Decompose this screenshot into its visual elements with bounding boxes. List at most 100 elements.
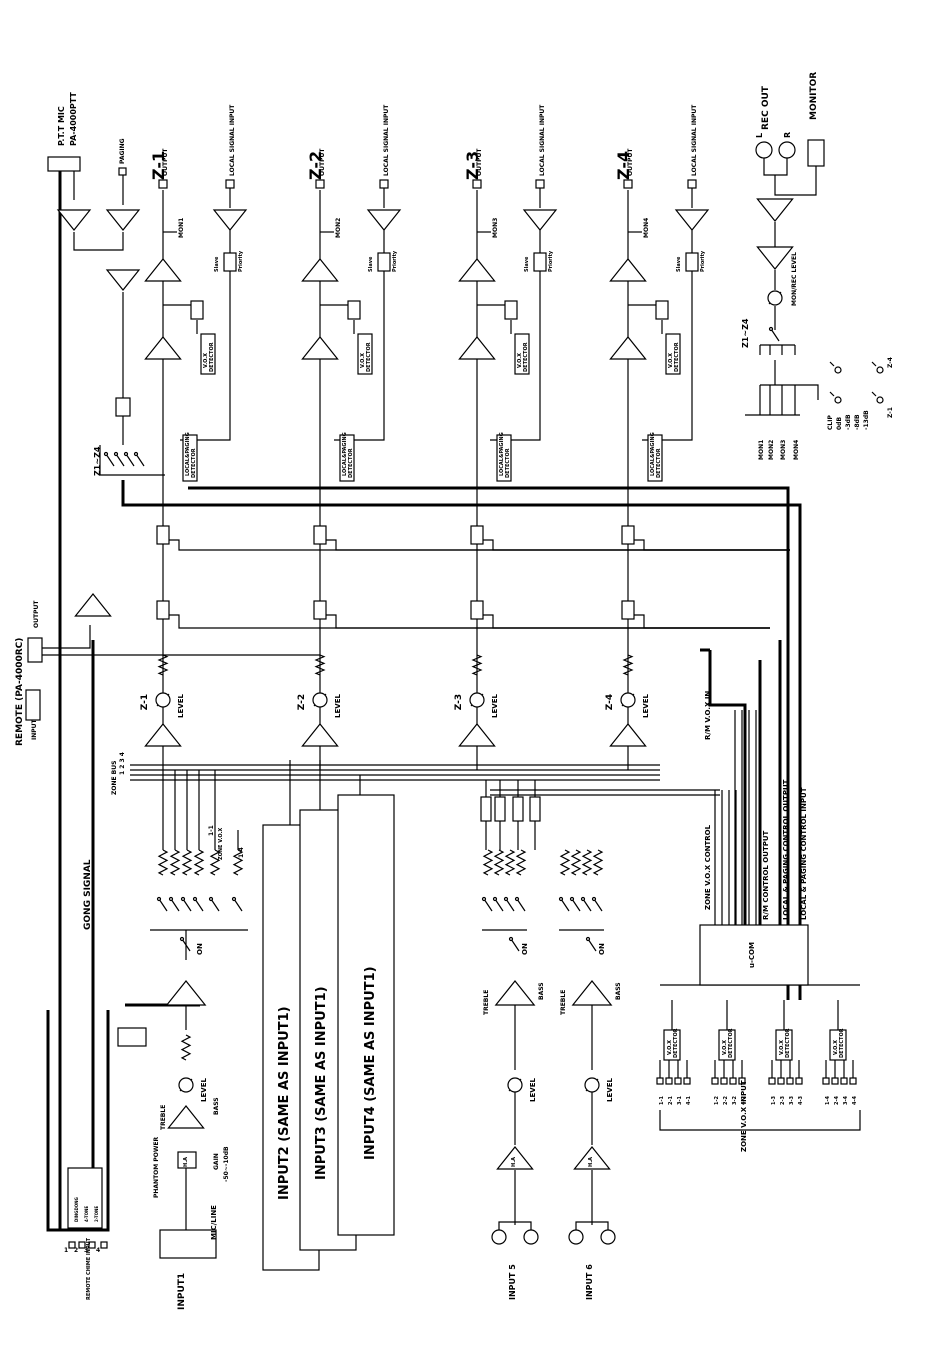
vox-resistor — [581, 849, 593, 876]
slave-priority-relay — [685, 252, 699, 272]
zone-relay-b — [313, 600, 327, 620]
wire — [73, 232, 124, 251]
clip-label: -13dB — [863, 410, 870, 430]
treble-label: TREBLE — [483, 990, 490, 1015]
vox-input-terminal — [656, 1077, 664, 1085]
zone-id: Z-2 — [306, 151, 325, 180]
lp-control-output-label: LOCAL & PAGING CONTROL OUTPUT — [782, 779, 790, 920]
on-switch-pin — [179, 936, 185, 942]
vox-resistor — [592, 849, 604, 876]
rm-control-output-label: R/M CONTROL OUTPUT — [762, 830, 770, 920]
vox-resistor — [193, 849, 205, 876]
local-input-amp — [366, 209, 402, 231]
assign-switch-pin — [492, 896, 498, 902]
zone-relay-b — [621, 600, 635, 620]
vox-input-num: 3-3 — [789, 1095, 795, 1105]
monrec-level-pot — [767, 290, 783, 306]
local-paging-label: LOCAL&PAGING — [342, 432, 348, 476]
output-terminal — [158, 179, 168, 189]
output-terminal — [623, 179, 633, 189]
vox-detector — [665, 333, 681, 375]
input1-level-pot — [178, 1077, 194, 1093]
local-paging-detector — [647, 434, 663, 482]
assign-switch-pin — [503, 896, 509, 902]
z1-label: Z-1 — [887, 407, 894, 418]
vox-resistor — [570, 849, 582, 876]
vox-input-num: 1-3 — [771, 1095, 777, 1105]
zone-level-pot — [155, 692, 171, 708]
components — [25, 139, 884, 1271]
treble-label: TREBLE — [560, 990, 567, 1015]
zone-level-id: Z-2 — [297, 694, 307, 710]
assign-switch — [582, 898, 592, 912]
vox-label: V.O.X — [667, 1040, 673, 1055]
vox-input-terminal — [822, 1077, 830, 1085]
local-input-label: LOCAL SIGNAL INPUT — [383, 104, 390, 176]
clip-label: CLIP — [827, 415, 834, 430]
detector-label: DETECTOR — [785, 1028, 791, 1058]
chime-terminal — [88, 1241, 96, 1249]
vox-detector — [357, 333, 373, 375]
input-zone-relay — [480, 796, 492, 822]
zone-level-label: LEVEL — [642, 694, 650, 718]
led-indicator — [876, 396, 884, 404]
zone-mix-amp — [144, 723, 182, 747]
vox-resistor — [181, 849, 193, 876]
assign-switch-pin — [481, 896, 487, 902]
zone-mon-label: MON4 — [643, 218, 650, 238]
zone-mon-label: MON1 — [178, 218, 185, 238]
clip-label: -8dB — [854, 414, 861, 430]
relay-control — [169, 614, 770, 629]
mon-label: MON2 — [768, 440, 775, 460]
detector-label: DETECTOR — [656, 448, 662, 478]
input1-resistor — [180, 1034, 192, 1061]
slave-label: Slave — [524, 256, 530, 272]
on-switch — [181, 938, 191, 952]
chime-num: 3 — [84, 1247, 88, 1254]
input5-label: INPUT 5 — [508, 1264, 517, 1300]
vox-input-num: 3-4 — [843, 1095, 849, 1105]
relay-control — [483, 539, 790, 551]
zone-bus-nums: 1 2 3 4 — [119, 752, 126, 775]
vox-label: V.O.X — [668, 353, 674, 368]
vox-relay — [504, 300, 518, 320]
detector-label: DETECTOR — [728, 1028, 734, 1058]
chime-switch-label: 4-TONE — [84, 1206, 89, 1222]
zone-level-pot — [312, 692, 328, 708]
assign-switch — [494, 898, 504, 912]
input6-tone-amp — [571, 980, 613, 1006]
mon-selector-pin — [768, 326, 774, 332]
vox-14-label: 1-4 — [238, 847, 245, 858]
vox-input-terminal — [777, 1077, 785, 1085]
output-terminal — [472, 179, 482, 189]
vox-detector — [514, 333, 530, 375]
vox-input-terminal — [665, 1077, 673, 1085]
mon-label: MON1 — [758, 440, 765, 460]
assign-switch-pin — [558, 896, 564, 902]
relay-control — [326, 539, 790, 551]
input1-label: INPUT1 — [177, 1273, 187, 1310]
remote-input-connector — [25, 689, 41, 721]
detector-label: DETECTOR — [348, 448, 354, 478]
local-input-terminal — [379, 179, 389, 189]
zone-id: Z-1 — [149, 151, 168, 180]
mon-label: MON4 — [793, 440, 800, 460]
z1z4-switch — [125, 453, 135, 467]
input3-label: INPUT3 (SAME AS INPUT1) — [314, 986, 329, 1180]
zone-level-resistor — [157, 654, 169, 676]
zone-amp — [458, 336, 496, 360]
vox-input-terminal — [849, 1077, 857, 1085]
zone-level-resistor — [314, 654, 326, 676]
on-switch-pin — [508, 936, 514, 942]
vox-input-terminal — [711, 1077, 719, 1085]
relay-control — [634, 614, 770, 629]
zone-level-resistor — [471, 654, 483, 676]
slave-label: Slave — [676, 256, 682, 272]
vox-input-terminal — [720, 1077, 728, 1085]
zone-vox-switch-pin — [231, 896, 237, 902]
led-ray — [829, 361, 835, 367]
chime-switch-label: 2-TONE — [94, 1206, 99, 1222]
zone-amp — [144, 336, 182, 360]
lp-control-input-label: LOCAL & PAGING CONTROL INPUT — [800, 787, 808, 920]
zone-bus-label: ZONE BUS — [111, 761, 118, 795]
